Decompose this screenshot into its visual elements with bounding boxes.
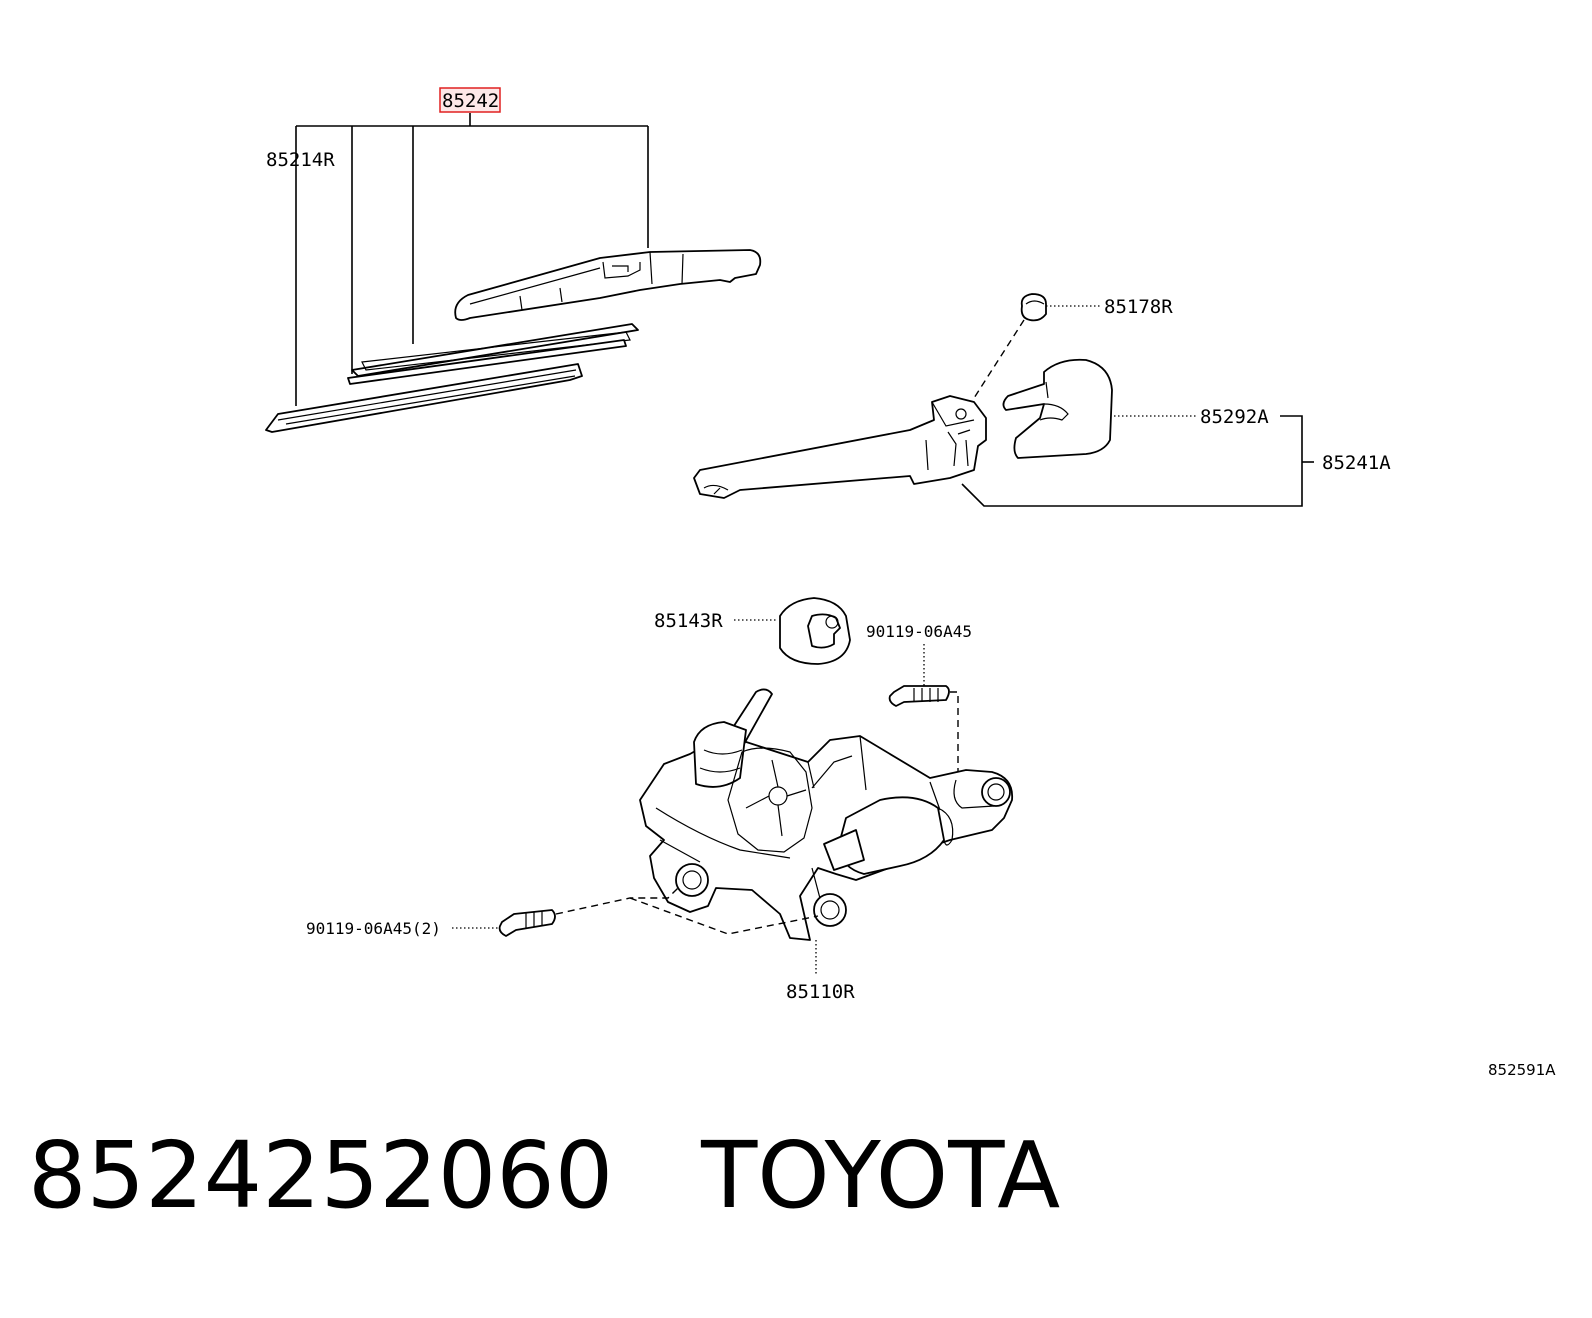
label-bolt-motor[interactable]: 90119-06A45 [866,622,972,641]
grommet-85143r-inner [807,613,841,649]
wiper-motor-connector [823,829,865,871]
wiper-motor-gear-cover [727,747,813,853]
wiper-motor-mount-right [953,779,1011,809]
label-rubber[interactable]: 85214R [266,149,335,171]
label-blade-assy[interactable]: 85242 [442,90,499,112]
bolt-motor-thread [913,688,939,702]
wiper-motor-cylinder-end [929,781,954,846]
wiper-motor-body-lines [655,735,867,907]
label-bolt-bracket[interactable]: 90119-06A45(2) [306,919,441,938]
wiper-motor-gear-spokes [745,759,807,837]
grommet-85143r-hole [825,615,839,629]
wiper-rubber-strip-upper-bottom [347,339,627,385]
wiper-blade-ribs [469,267,601,311]
blade-assembly-group: 85242 85214R [265,87,762,433]
nut-85178r-top [1025,300,1045,305]
wiper-motor-mount-hole-right-inner [987,783,1005,801]
label-arm-assy[interactable]: 85241A [1322,452,1391,474]
wiper-rubber-strip-lower-line [277,369,577,425]
wiper-motor-mount-hole-bottom-inner [820,900,840,920]
dash-bolt-bracket-a [555,885,681,915]
bolt-motor [888,685,950,707]
wiper-arm-head-detail [925,401,975,471]
part-number-caption: 8524252060 TOYOTA [28,1122,1061,1229]
blade-assy-highlight [439,87,501,113]
wiper-motor-mount-hole-bottom [813,893,847,927]
wiper-blade-clip [602,251,684,285]
motor-group: 85143R 90119-06A45 [306,597,1014,1003]
wiper-arm-pivot-hole [955,408,967,420]
bolt-bracket [498,909,556,937]
wiper-rubber-strip-lower [265,363,583,433]
arm-assembly-group: 85178R 85292A 85241A [693,293,1391,507]
wiper-motor-mount-hole-right [981,777,1011,807]
label-grommet[interactable]: 85143R [654,610,723,632]
figure-reference: 852591A [1488,1061,1556,1079]
label-nut[interactable]: 85178R [1104,296,1173,318]
wiper-motor-mount-hole-left-inner [682,870,702,890]
wiper-rubber-strip-upper-inner [361,331,631,371]
wiper-motor-mount-hole-left [675,863,709,897]
leader-blade-assy [295,113,649,406]
label-motor[interactable]: 85110R [786,981,855,1003]
leader-arm-assy [961,415,1303,507]
wiper-arm [693,395,987,499]
wiper-arm-tip [703,484,729,495]
cap-85292a-detail [1039,381,1069,421]
cap-85292a [1002,358,1113,459]
bolt-bracket-thread [525,911,543,928]
label-cap[interactable]: 85292A [1200,406,1269,428]
nut-85178r [1020,293,1047,322]
wiper-blade-body [454,249,762,321]
